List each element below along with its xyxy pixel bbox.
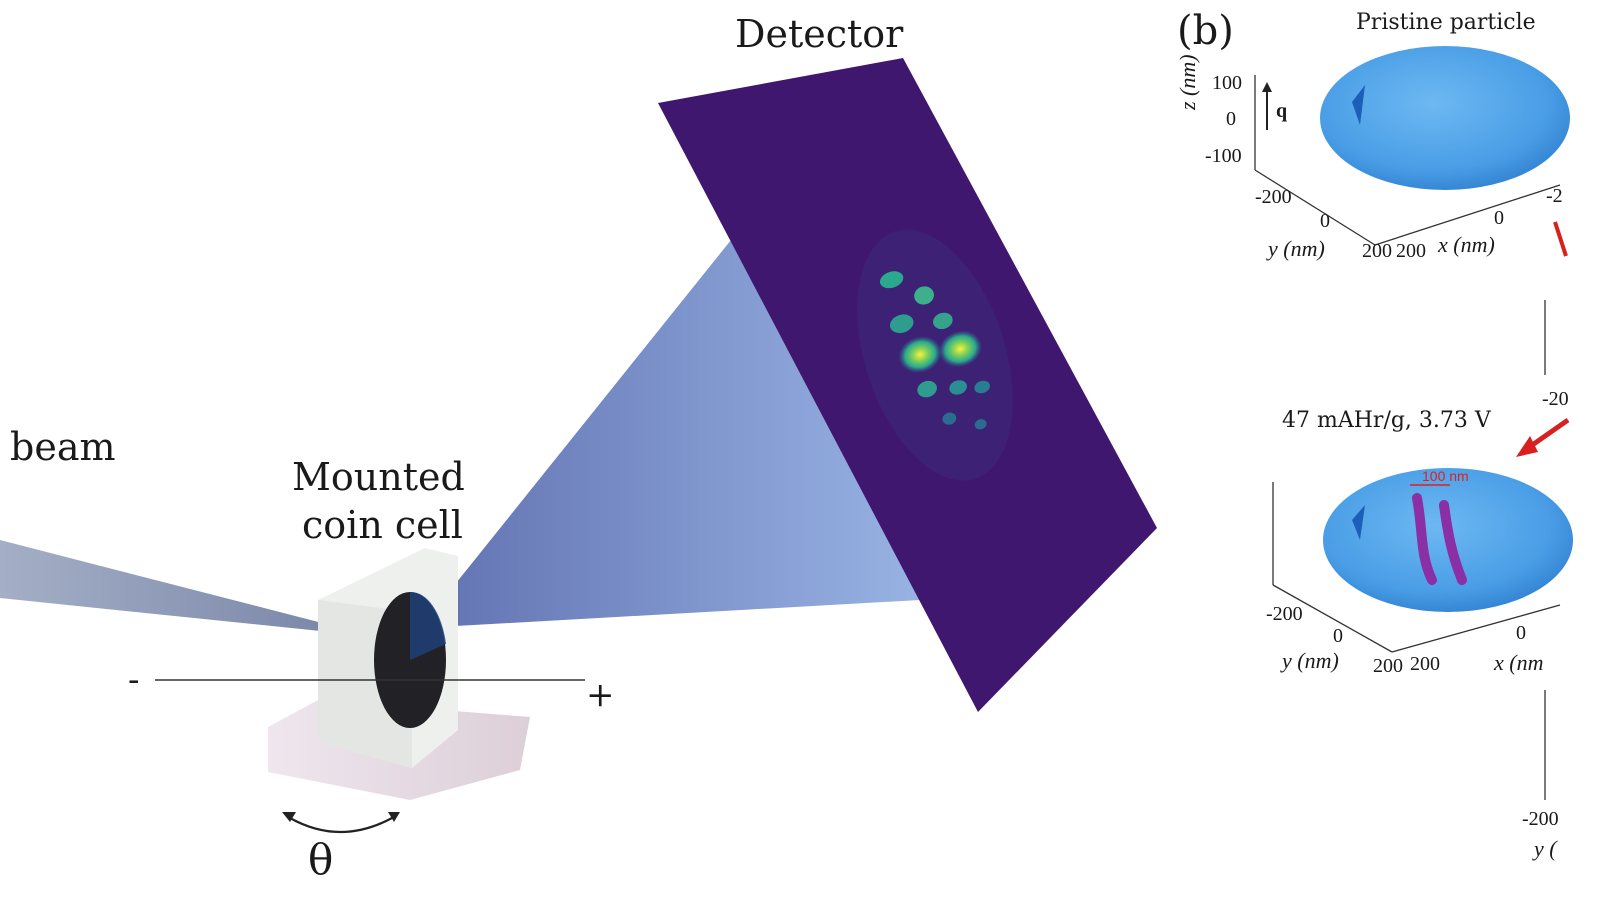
rotation-arrow xyxy=(289,817,393,833)
top-x-axis-label: x (nm) xyxy=(1438,232,1495,257)
mid-y-tick-3: 200 xyxy=(1373,655,1403,677)
top-y-axis-label: y (nm) xyxy=(1268,236,1325,261)
z-tick-bottom: -100 xyxy=(1205,145,1242,167)
right-partial-tick-1: -20 xyxy=(1542,388,1569,410)
top-plot-axes xyxy=(1254,75,1561,246)
coin-cell-label-line2: coin cell xyxy=(302,503,463,547)
incoming-beam xyxy=(0,540,330,632)
mid-x-tick-2: 0 xyxy=(1516,622,1526,644)
mid-x-axis-label: x (nm xyxy=(1494,650,1544,675)
dislocation-line-2 xyxy=(1439,500,1467,585)
detector-label: Detector xyxy=(735,12,904,56)
coin-cell-label-line1: Mounted xyxy=(292,455,465,499)
state-label: 47 mAHr/g, 3.73 V xyxy=(1282,408,1491,433)
transition-arrow-mid xyxy=(1526,417,1570,451)
top-y-tick-1: -200 xyxy=(1255,186,1292,208)
theta-symbol: θ xyxy=(308,835,334,884)
panel-b-tag: (b) xyxy=(1177,8,1234,54)
z-axis-label: z (nm) xyxy=(1175,54,1200,110)
beam-label: beam xyxy=(10,425,116,469)
mid-y-tick-2: 0 xyxy=(1333,625,1343,647)
mid-plot-axes xyxy=(1272,482,1561,653)
minus-sign: - xyxy=(128,660,140,700)
top-x-tick-3: -2 xyxy=(1546,185,1563,207)
top-x-tick-1: 200 xyxy=(1396,240,1426,262)
z-tick-top: 100 xyxy=(1212,72,1242,94)
pristine-title: Pristine particle xyxy=(1356,10,1536,35)
transition-arrow-top xyxy=(1553,221,1568,257)
mid-x-tick-1: 200 xyxy=(1410,653,1440,675)
right-partial-axis-label: y ( xyxy=(1534,836,1557,861)
scale-bar-label: 100 nm xyxy=(1422,468,1469,484)
q-label: q xyxy=(1276,100,1288,122)
z-tick-mid: 0 xyxy=(1226,108,1236,130)
scattered-beam-cone xyxy=(420,235,920,628)
dislocation-line-1 xyxy=(1412,493,1437,585)
top-y-tick-3: 200 xyxy=(1362,240,1392,262)
diffraction-pattern xyxy=(857,229,1013,481)
mid-y-axis-label: y (nm) xyxy=(1282,648,1339,673)
right-partial-tick-2: -200 xyxy=(1522,808,1559,830)
plus-sign: + xyxy=(586,675,615,715)
mid-y-tick-1: -200 xyxy=(1266,603,1303,625)
particle-pristine xyxy=(1320,46,1570,190)
top-y-tick-2: 0 xyxy=(1320,210,1330,232)
top-x-tick-2: 0 xyxy=(1494,207,1504,229)
